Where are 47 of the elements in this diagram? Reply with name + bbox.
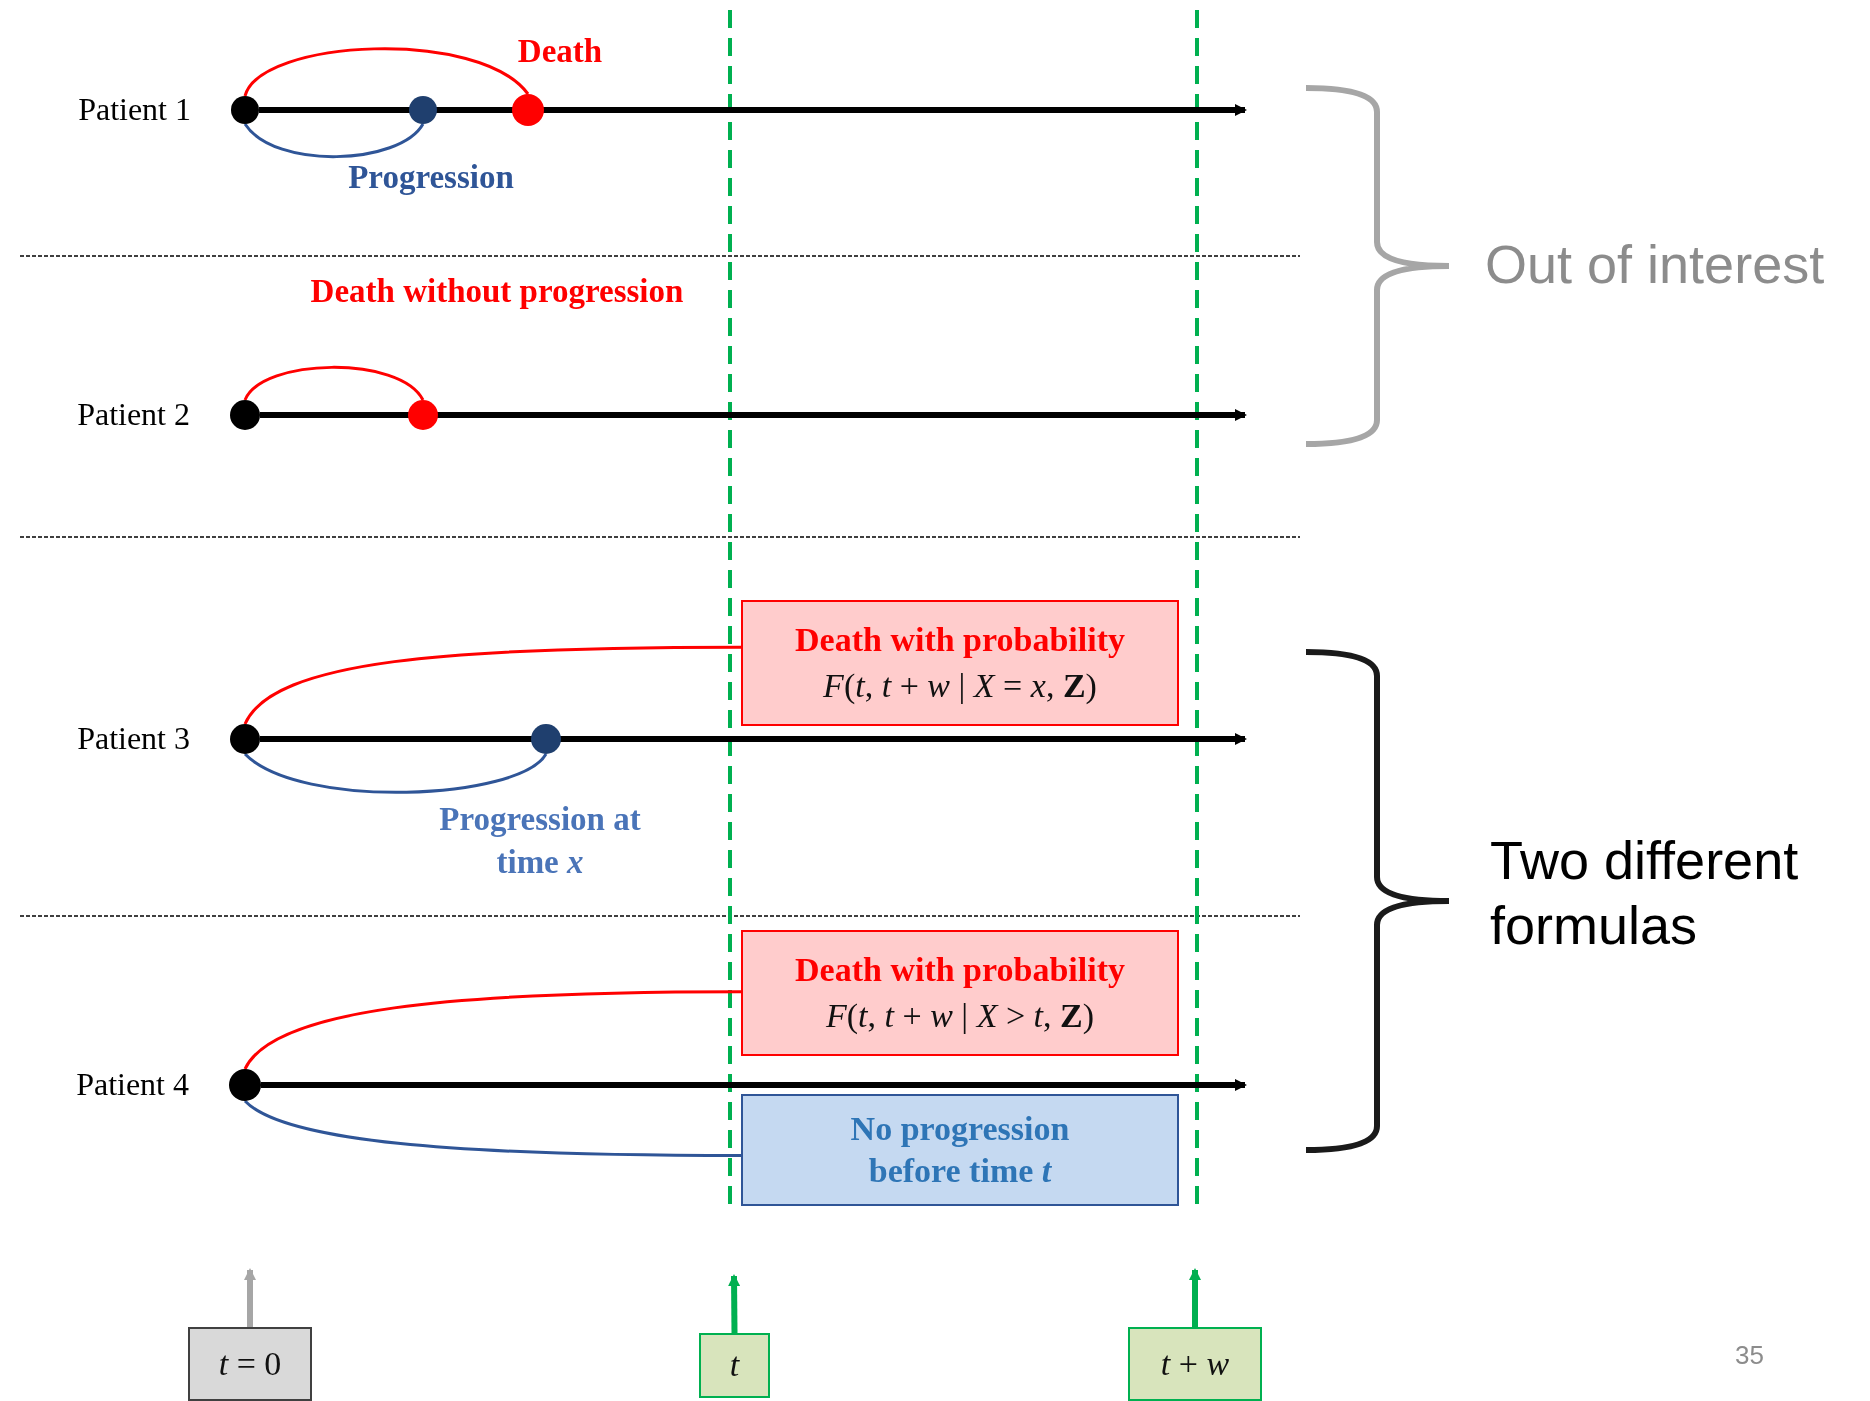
time-label: t = 0 [217,1343,283,1384]
event-dot [408,400,438,430]
formula: F(t, t + w | X > t, Z) [824,996,1096,1036]
event-dot [230,400,260,430]
time-label: t + w [1159,1343,1231,1384]
timeline-arrow [260,733,1247,745]
box-title: Death with probability [794,949,1126,990]
curve-connector [243,47,530,97]
event-dot [512,94,544,126]
edge-label: Progression at time x [438,800,642,882]
annotation-box [741,600,1179,726]
event-dot [231,96,259,124]
patient-label: Patient 3 [77,719,190,758]
patient-label: Patient 2 [77,395,190,434]
time-box [188,1327,312,1401]
time-label: t [728,1345,741,1386]
up-arrow [244,1268,256,1327]
box-title: No progression before time t [849,1108,1071,1191]
edge-label: Death [516,32,604,71]
group-label: Out of interest [1485,233,1825,296]
up-arrow [728,1274,741,1334]
event-dot [531,724,561,754]
page-number: 35 [1735,1340,1764,1372]
annotation-box [741,1094,1179,1206]
patient-label: Patient 4 [76,1065,189,1104]
box-title: Death with probability [794,619,1126,660]
time-box [1128,1327,1262,1401]
formula: F(t, t + w | X = x, Z) [822,666,1098,706]
edge-label: Progression [347,158,515,197]
event-dot [409,96,437,124]
curve-connector [243,123,425,159]
timeline-arrow [259,104,1247,116]
annotation-box [741,930,1179,1056]
curve-connector [243,990,741,1070]
event-dot [230,724,260,754]
patient-label: Patient 1 [78,90,191,129]
edge-label: Death without progression [309,272,685,311]
curve-connector [243,645,741,725]
curve-connector [244,1099,741,1158]
event-dot [229,1069,261,1101]
timeline-arrow [261,1079,1247,1091]
up-arrow [1189,1268,1201,1327]
curve-connector [244,752,548,794]
curve-connector [243,365,425,401]
group-label: Two different formulas [1490,829,1800,957]
timeline-arrow [260,409,1247,421]
time-box [699,1333,770,1398]
